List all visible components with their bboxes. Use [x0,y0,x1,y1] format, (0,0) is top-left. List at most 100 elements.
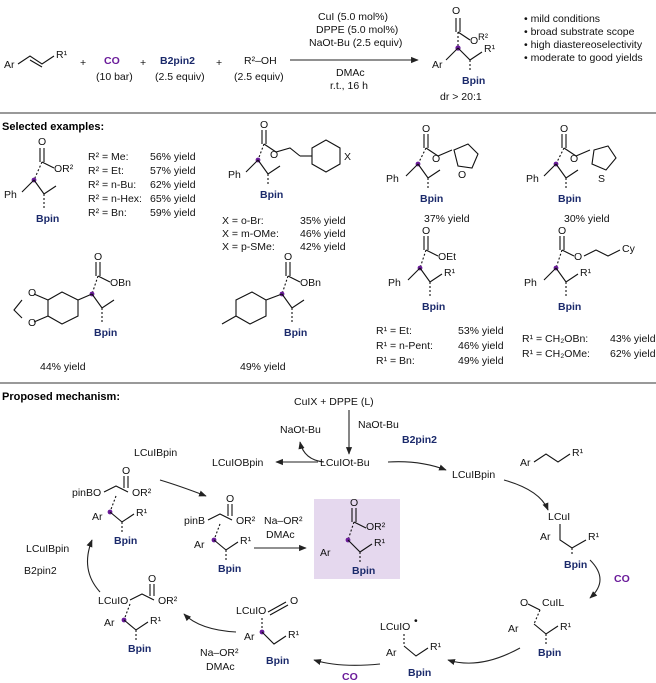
svg-text:R¹: R¹ [150,615,162,627]
svg-text:CuIL: CuIL [542,597,564,609]
svg-text:DPPE (5.0 mol%): DPPE (5.0 mol%) [316,24,398,36]
svg-text:O: O [558,225,566,237]
intermediate-enolate: LCuIO O OR² Ar R¹ Bpin [98,573,178,655]
co-insertion: CO [614,573,630,585]
svg-text:r.t., 16 h: r.t., 16 h [330,80,368,92]
svg-text:Ph: Ph [228,169,241,181]
svg-text:LCuIO: LCuIO [236,605,266,617]
svg-text:O: O [284,251,292,263]
svg-text:Ar: Ar [244,631,255,643]
svg-text:R² = Me:: R² = Me: [88,151,129,163]
svg-text:Ar: Ar [540,531,551,543]
svg-text:O: O [28,317,36,329]
svg-text:R² = n-Bu:: R² = n-Bu: [88,179,136,191]
svg-text:R¹: R¹ [580,267,592,279]
svg-text:62% yield: 62% yield [610,348,656,360]
svg-text:OBn: OBn [300,277,321,289]
lcu-otbu: LCuIOt-Bu [320,457,370,469]
svg-text:O: O [28,287,36,299]
svg-text:• mild conditions: • mild conditions [524,13,600,25]
svg-text:NaOt-Bu: NaOt-Bu [358,419,399,431]
svg-text:Bpin: Bpin [558,193,581,205]
svg-text:O: O [452,5,460,17]
svg-text:O: O [432,153,440,165]
svg-text:Ph: Ph [386,173,399,185]
benzodioxole-yield: 44% yield [40,361,86,373]
svg-text:Ph: Ph [388,277,401,289]
svg-text:O: O [350,497,358,509]
alkene-r1-label: R¹ [56,49,68,61]
svg-text:R² = Bn:: R² = Bn: [88,207,127,219]
svg-text:R¹: R¹ [588,531,600,543]
svg-text:pinB: pinB [184,515,205,527]
r1-a-yield-table: R¹ = Et:53% yield R¹ = n-Pent:46% yield … [376,325,504,367]
svg-text:O: O [574,251,582,263]
svg-text:57% yield: 57% yield [150,165,196,177]
b2pin2-reagent: B2pin2 [160,55,195,67]
alkene-substrate: Ar R¹ [4,49,68,71]
svg-text:Bpin: Bpin [462,75,485,87]
furyl-yield: 37% yield [424,213,470,225]
svg-text:•: • [414,615,418,627]
svg-text:Ar: Ar [508,623,519,635]
svg-text:Bpin: Bpin [420,193,443,205]
dmac-a: DMAc [266,529,295,541]
svg-text:R¹: R¹ [572,447,584,459]
alcohol-conditions: (2.5 equiv) [234,71,284,83]
svg-text:Bpin: Bpin [558,301,581,313]
svg-text:LCuIO: LCuIO [98,595,128,607]
svg-text:Ar: Ar [320,547,331,559]
example-furyl-ester: O O O Ph Bpin [386,123,479,205]
svg-text:R¹: R¹ [288,629,300,641]
alkene-ar-label: Ar [4,59,15,71]
svg-text:Bpin: Bpin [260,189,283,201]
naor-a: Na–OR² [264,515,303,527]
svg-text:Bpin: Bpin [94,327,117,339]
product-dr: dr > 20:1 [440,91,482,103]
b2pin2-left: B2pin2 [24,565,57,577]
svg-text:O: O [470,35,478,47]
svg-text:Bpin: Bpin [266,655,289,667]
svg-text:Bpin: Bpin [352,565,375,577]
svg-text:R¹: R¹ [430,641,442,653]
svg-text:R¹: R¹ [484,43,496,55]
co-conditions: (10 bar) [96,71,133,83]
svg-text:Ar: Ar [520,457,531,469]
co-reagent: CO [104,55,120,67]
svg-text:OR²: OR² [366,521,386,533]
svg-text:O: O [520,597,528,609]
svg-text:O: O [122,465,130,477]
reaction-conditions: CuI (5.0 mol%) DPPE (5.0 mol%) NaOt-Bu (… [309,11,402,92]
example-benzodioxole: O OBn Bpin O O [13,251,131,339]
svg-text:43% yield: 43% yield [610,333,656,345]
svg-text:+: + [216,57,222,69]
intermediate-carbene: LCuIO • Ar R¹ Bpin [380,615,442,679]
svg-text:• high diastereoselectivity: • high diastereoselectivity [524,39,643,51]
svg-text:65% yield: 65% yield [150,193,196,205]
svg-text:O: O [422,123,430,135]
svg-text:49% yield: 49% yield [458,355,504,367]
dmac-b: DMAc [206,661,235,673]
svg-text:O: O [148,573,156,585]
svg-text:OEt: OEt [438,251,456,263]
co-second: CO [342,671,358,683]
svg-text:R¹: R¹ [444,267,456,279]
svg-text:O: O [38,136,46,148]
svg-text:R¹ = CH₂OBn:: R¹ = CH₂OBn: [522,333,588,345]
svg-text:• broad substrate scope: • broad substrate scope [524,26,635,38]
naor-b: Na–OR² [200,647,239,659]
intermediate-alkylcopper: LCuI R¹ Ar Bpin [540,511,600,571]
svg-text:Bpin: Bpin [538,647,561,659]
svg-text:S: S [598,173,605,185]
svg-text:Bpin: Bpin [218,563,241,575]
svg-text:O: O [226,493,234,505]
svg-text:LCuIO: LCuIO [380,621,410,633]
svg-text:OR²: OR² [54,163,74,175]
b2pin2-mech: B2pin2 [402,434,437,446]
svg-text:R² = n-Hex:: R² = n-Hex: [88,193,142,205]
b2pin2-conditions: (2.5 equiv) [155,71,205,83]
svg-text:CuI (5.0 mol%): CuI (5.0 mol%) [318,11,388,23]
example-tolyl: O OBn Bpin [221,251,321,339]
